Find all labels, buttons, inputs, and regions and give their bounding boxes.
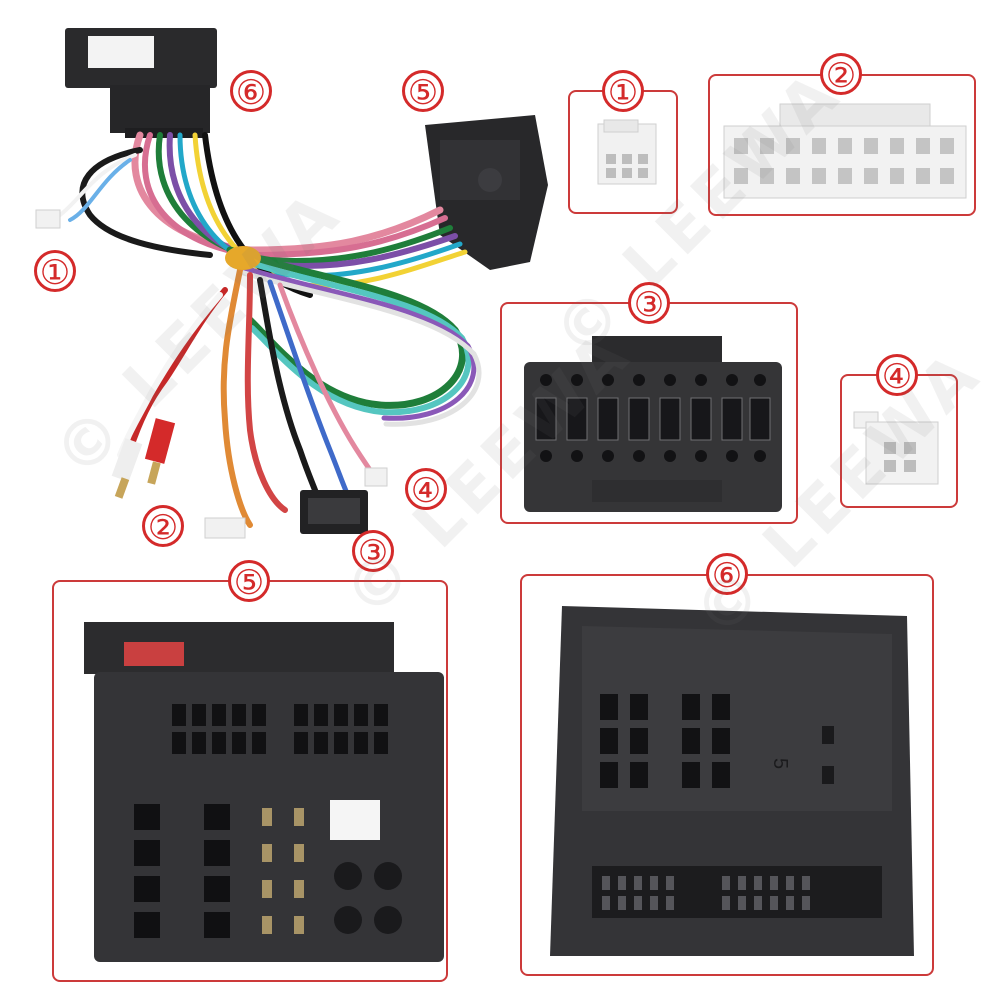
connector-2-illustration [723,103,967,199]
connector-4-illustration [853,411,939,485]
connector-6-mark: 5 [769,758,791,769]
panel-6-label: ⑥ [706,553,748,595]
rca-plugs [111,418,176,499]
harness-connector-3 [300,490,368,534]
harness-photo: ① ② ③ ④ ⑤ ⑥ [0,0,560,572]
panel-1-label: ① [602,70,644,112]
harness-label-2: ② [142,505,184,547]
connector-3-illustration [524,336,782,512]
panel-connector-2 [708,74,976,216]
wire-harness-illustration [35,28,548,539]
harness-connector-4 [364,467,388,487]
connector-5-illustration [84,622,444,962]
panel-2-label: ② [820,53,862,95]
harness-label-3: ③ [352,530,394,572]
harness-connector-2 [204,517,246,539]
harness-connector-1 [35,209,61,229]
harness-label-4: ④ [405,468,447,510]
panel-3-label: ③ [628,282,670,324]
panel-connector-4 [840,374,958,508]
panel-connector-3 [500,302,798,524]
panel-4-label: ④ [876,354,918,396]
connector-6-illustration: 5 [550,606,914,956]
harness-connector-5 [425,115,548,270]
panel-connector-6: 5 [520,574,934,976]
harness-label-1: ① [34,250,76,292]
panel-connector-5 [52,580,448,982]
tape-wrap [225,246,261,270]
harness-connector-6 [65,28,217,138]
harness-label-6: ⑥ [230,70,272,112]
connector-1-illustration [597,119,657,185]
harness-label-5: ⑤ [402,70,444,112]
panel-5-label: ⑤ [228,560,270,602]
